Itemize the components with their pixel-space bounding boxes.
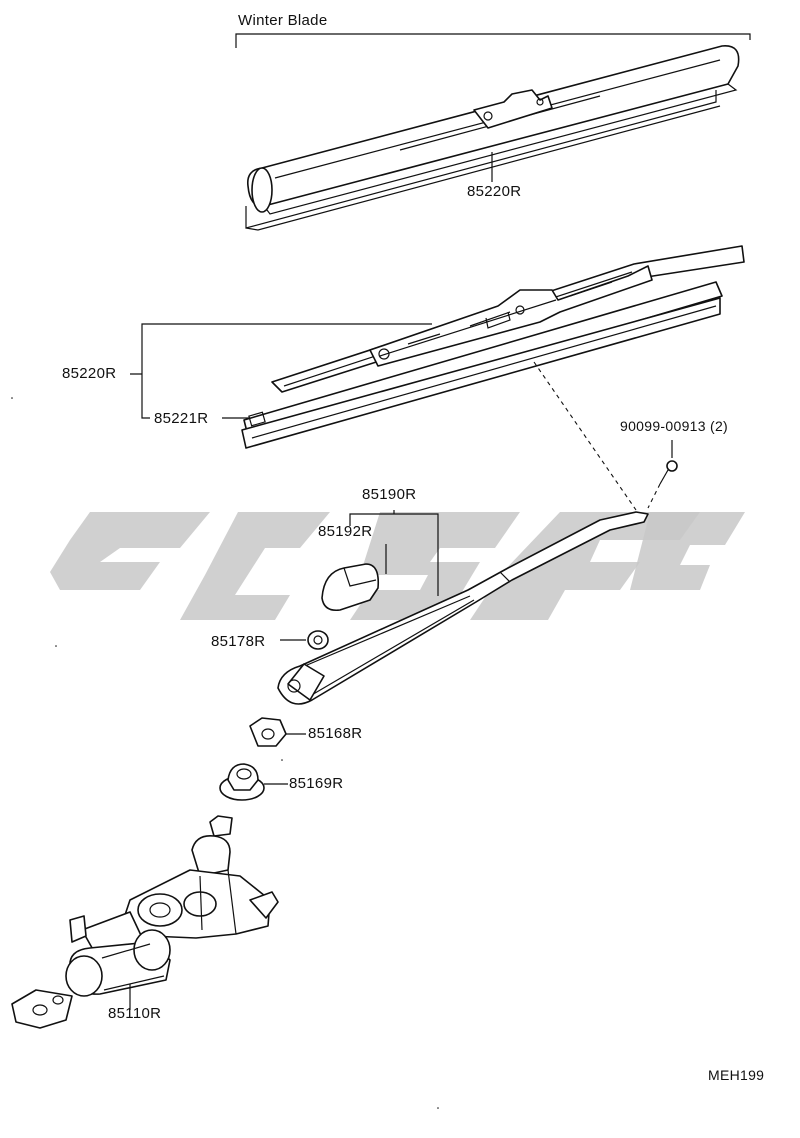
cap bbox=[321, 563, 380, 612]
bushing bbox=[219, 763, 288, 801]
diagram-code: MEH199 bbox=[708, 1067, 765, 1083]
callout-arm-assy: 85190R bbox=[362, 486, 417, 503]
blade-assy-leader bbox=[130, 323, 432, 419]
screw bbox=[647, 440, 678, 509]
callout-washer: 85178R bbox=[211, 633, 266, 650]
wiper-motor bbox=[11, 815, 279, 1029]
watermark-logo bbox=[50, 512, 745, 620]
callout-motor: 85110R bbox=[108, 1005, 162, 1022]
winter-blade-title: Winter Blade bbox=[238, 12, 328, 29]
callout-cap: 85192R bbox=[318, 523, 373, 540]
scan-specks bbox=[11, 397, 439, 1109]
winter-blade-bracket bbox=[235, 33, 751, 48]
callout-screw: 90099-00913 (2) bbox=[620, 418, 729, 434]
callout-nut: 85168R bbox=[308, 725, 363, 742]
callout-blade-assy: 85220R bbox=[62, 365, 117, 382]
arm-assy-leader bbox=[349, 510, 439, 596]
callout-blade-rubber: 85221R bbox=[154, 410, 209, 427]
wiper-blade-assy bbox=[271, 245, 745, 393]
callout-bushing: 85169R bbox=[289, 775, 344, 792]
assembly-dashed-line bbox=[533, 361, 637, 511]
winter-blade bbox=[245, 45, 740, 231]
washer bbox=[280, 630, 329, 650]
wiper-arm bbox=[277, 511, 649, 705]
blade-rubber bbox=[241, 281, 723, 449]
callout-winter-blade: 85220R bbox=[467, 183, 522, 200]
nut bbox=[249, 717, 306, 747]
